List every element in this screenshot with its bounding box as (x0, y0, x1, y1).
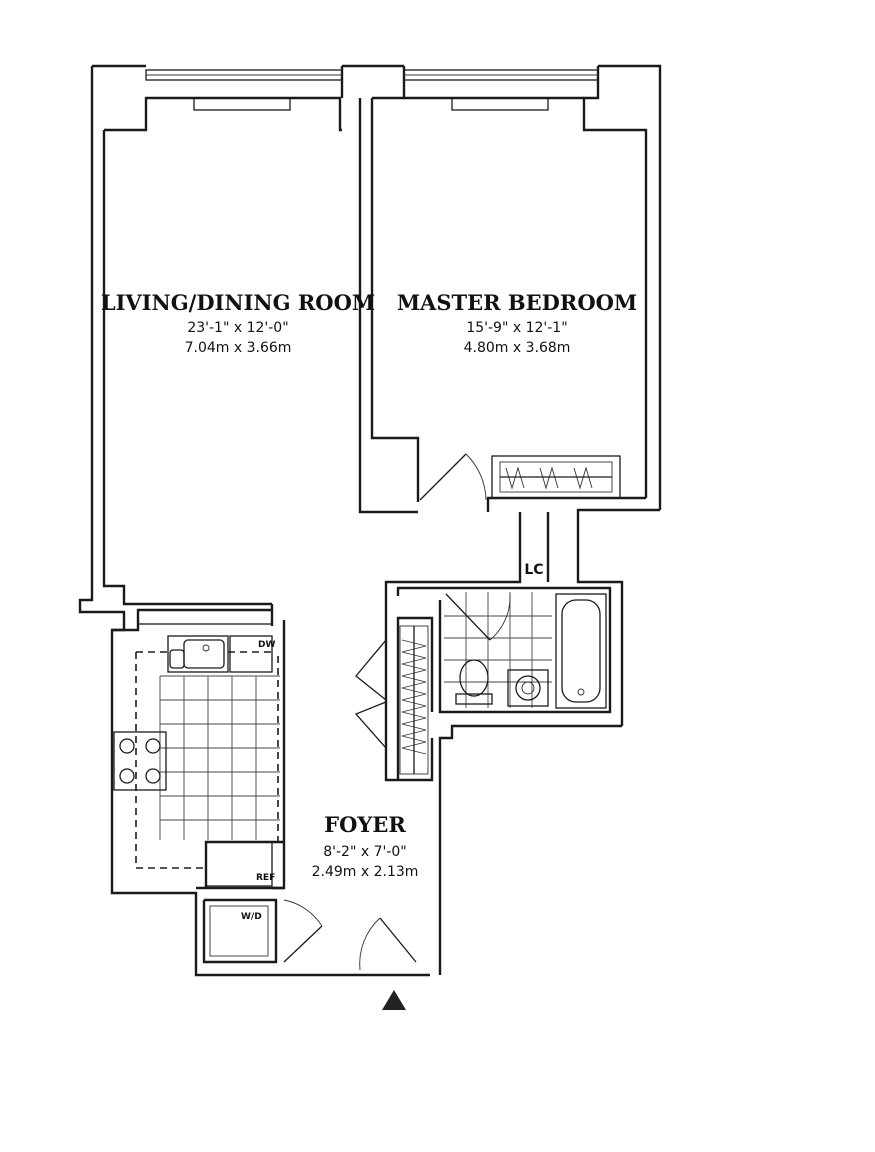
cooktop (113, 731, 167, 791)
bath-tiles (444, 592, 552, 708)
bedroom-closet (491, 455, 621, 499)
toilet (455, 659, 493, 705)
kitchen-sink (167, 635, 229, 673)
bathtub (555, 593, 607, 709)
washer-dryer-label: W/D (241, 912, 262, 922)
exterior-walls (78, 64, 662, 977)
bedroom-dim-metric: 4.80m x 3.68m (464, 340, 571, 356)
foyer-name: FOYER (324, 812, 406, 837)
entry-door (359, 917, 417, 971)
living-room-name: LIVING/DINING ROOM (101, 290, 375, 315)
living-room-dim-imperial: 23'-1" x 12'-0" (187, 320, 288, 336)
wd-door (283, 899, 323, 963)
wd-closet (209, 905, 269, 957)
refrigerator-label: REF (256, 873, 275, 883)
entry-arrow-icon (382, 990, 406, 1010)
dishwasher-label: DW (258, 640, 275, 650)
bathroom (444, 592, 607, 709)
bedroom-door (419, 453, 487, 501)
living-room-dim-metric: 7.04m x 3.66m (185, 340, 292, 356)
linen-closet-label: LC (524, 562, 543, 578)
bath-sink (507, 669, 549, 707)
bedroom-dim-imperial: 15'-9" x 12'-1" (466, 320, 567, 336)
bedroom-name: MASTER BEDROOM (397, 290, 637, 315)
foyer-dim-metric: 2.49m x 2.13m (312, 864, 419, 880)
kitchen (113, 609, 280, 887)
kitchen-tiles (159, 675, 280, 840)
windows (145, 69, 599, 111)
foyer-closet (354, 625, 429, 775)
foyer-dim-imperial: 8'-2" x 7'-0" (323, 844, 407, 860)
